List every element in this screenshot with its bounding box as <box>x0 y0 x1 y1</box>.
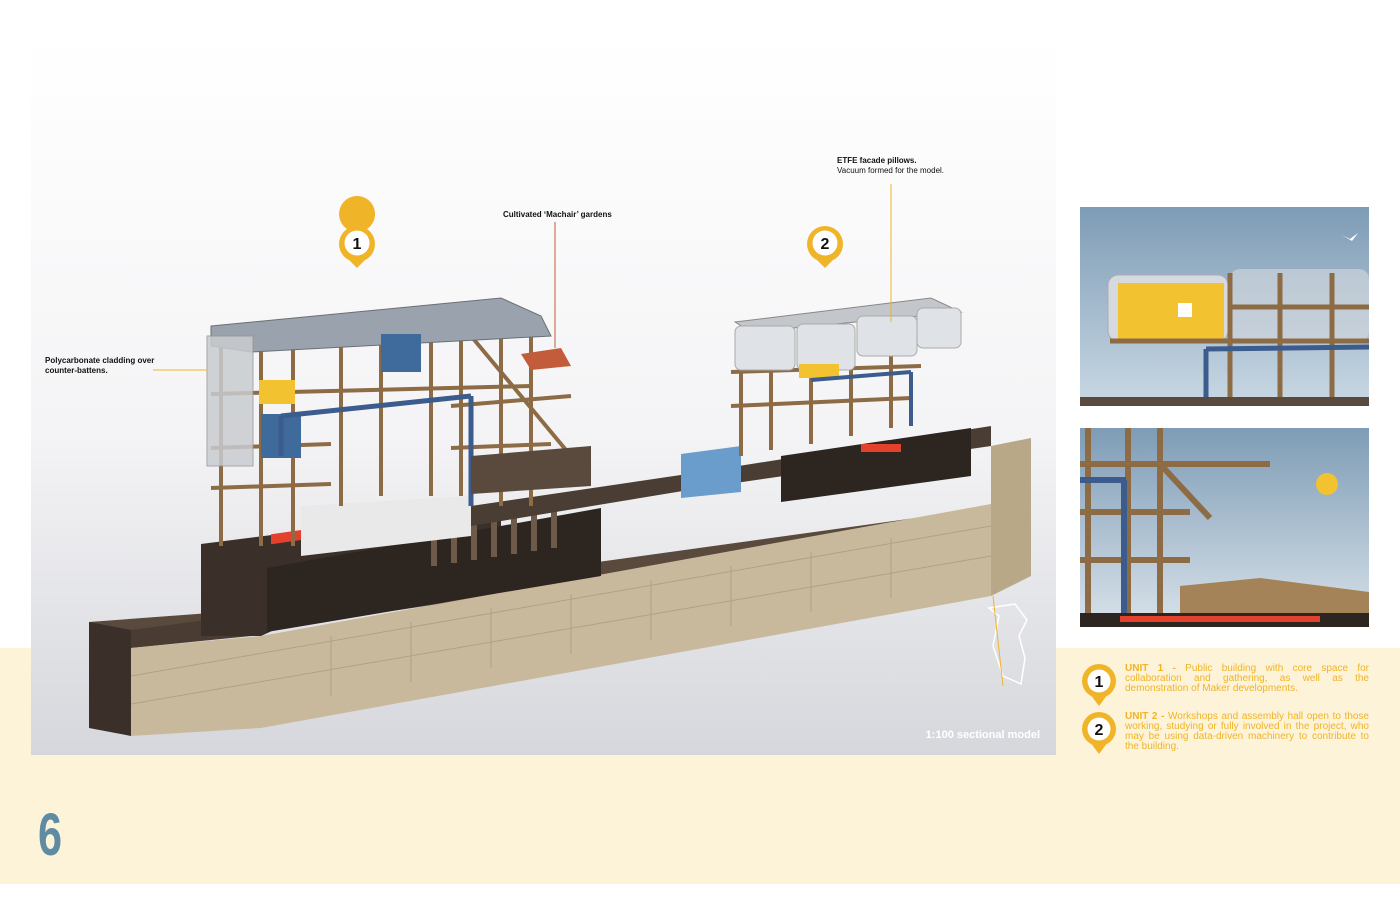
polycarbonate-panel <box>206 335 254 467</box>
unit-1-marker-icon: 1 <box>1082 664 1116 706</box>
section-columns-left <box>431 508 557 566</box>
base-body <box>131 504 991 736</box>
inset-photo-unit-1 <box>1080 207 1369 406</box>
unit-2-text: Workshops and assembly hall open to thos… <box>1125 711 1369 752</box>
unit-2-marker-icon: 2 <box>1082 712 1116 754</box>
unit-1-title: UNIT 1 - <box>1125 663 1176 674</box>
footer-edge <box>0 884 1400 900</box>
unit-1-frame <box>210 316 573 546</box>
unit-2-title: UNIT 2 - <box>1125 711 1165 722</box>
sectional-model-photo: 1 2 Polycarbonate cladding over counter-… <box>31 36 1056 755</box>
etfe-pillow-c <box>856 315 918 357</box>
etfe-pillow-d <box>916 307 962 349</box>
marker-1-icon <box>339 196 376 268</box>
sun-icon <box>1316 473 1338 495</box>
red-seating-right <box>861 444 901 452</box>
steel-truss-1 <box>278 393 474 506</box>
section-cut-left <box>267 508 601 632</box>
tile-grid <box>130 525 992 705</box>
plaza-floor <box>301 496 471 556</box>
model-caption: 1:100 sectional model <box>925 729 1040 741</box>
yellow-room-1 <box>259 380 295 404</box>
blue-room-b <box>381 334 421 372</box>
plinth-end <box>89 622 131 736</box>
water-pool <box>681 446 741 498</box>
annotation-machair: Cultivated ‘Machair’ gardens <box>503 210 612 219</box>
page-number: 6 <box>38 801 63 868</box>
marker-2-icon <box>807 226 843 268</box>
yellow-interior <box>1118 283 1224 339</box>
annotation-polycarbonate: Polycarbonate cladding over counter-batt… <box>45 356 155 375</box>
unit-2-marker-number: 2 <box>1095 722 1104 739</box>
section-cut-right <box>781 428 971 502</box>
annotation-etfe: ETFE facade pillows. Vacuum formed for t… <box>837 156 945 175</box>
model-illustration: 1 2 <box>89 184 1031 736</box>
etfe-pillow-b <box>796 323 856 371</box>
gull-icon <box>1342 233 1358 241</box>
unit-2-description: 2 UNIT 2 - Workshops and assembly hall o… <box>1080 712 1370 756</box>
etfe-pillow-a <box>734 325 796 371</box>
unit-1-description: 1 UNIT 1 - Public building with core spa… <box>1080 664 1370 708</box>
unit-1-text: Public building with core space for coll… <box>1125 663 1369 694</box>
unit-1-marker-number: 1 <box>1095 674 1104 691</box>
marker-1-number: 1 <box>353 236 362 253</box>
site-outline <box>987 603 1028 686</box>
yellow-room-2 <box>799 364 839 378</box>
steel-truss-2 <box>810 370 913 426</box>
inset-photo-unit-2 <box>1080 428 1369 627</box>
marker-2-number: 2 <box>821 236 830 253</box>
machair-garden <box>521 348 571 370</box>
